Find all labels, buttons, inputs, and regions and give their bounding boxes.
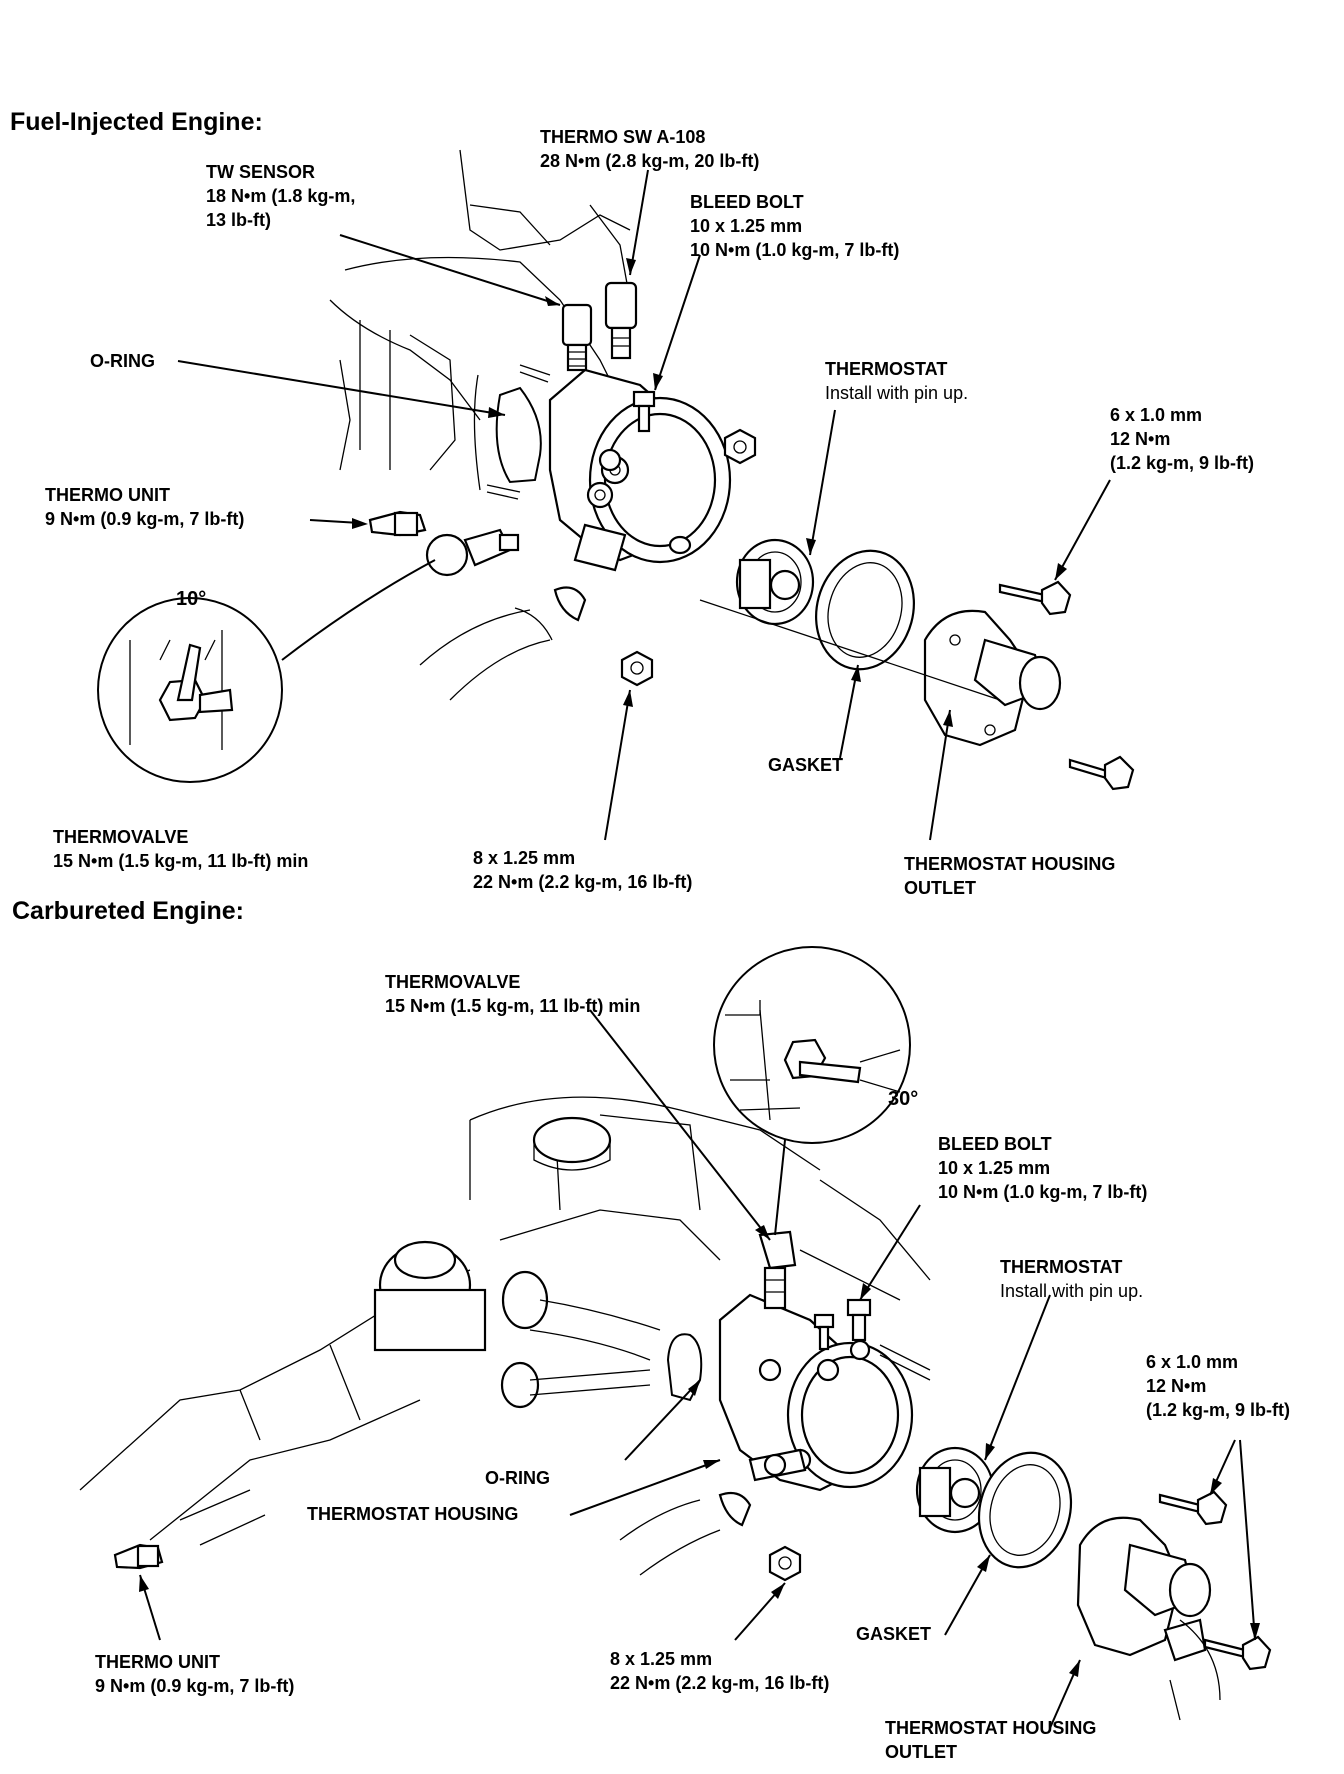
carb-sensor-small bbox=[813, 1313, 835, 1351]
fuel-injected-heading: Fuel-Injected Engine: bbox=[10, 108, 263, 136]
fi-gasket bbox=[815, 549, 915, 671]
fi-o-ring-label: O-RING bbox=[90, 351, 155, 371]
carb-thermostat-housing bbox=[718, 1293, 914, 1492]
carb-nut-lower bbox=[768, 1545, 802, 1582]
carb-thermostat bbox=[915, 1446, 995, 1534]
carb-bolt-lower bbox=[1203, 1635, 1272, 1671]
carb-housing-label: THERMOSTAT HOUSING bbox=[307, 1504, 519, 1524]
fi-thermovalve bbox=[425, 528, 520, 577]
carb-o-ring bbox=[666, 1333, 703, 1402]
fi-thermo-switch bbox=[604, 281, 638, 360]
fi-thermostat-outlet bbox=[923, 609, 1062, 747]
fi-tw-sensor bbox=[561, 303, 593, 372]
fi-thermo-unit-label: THERMO UNIT 9 N•m (0.9 kg-m, 7 lb-ft) bbox=[45, 485, 245, 529]
fi-thermo-unit bbox=[368, 510, 427, 537]
fi-nut-upper bbox=[723, 428, 757, 465]
fi-nut-lower bbox=[620, 650, 654, 687]
carb-thermovalve-detail-circle bbox=[713, 946, 911, 1236]
fi-tw-sensor-label: TW SENSOR 18 N•m (1.8 kg-m, 13 lb-ft) bbox=[206, 162, 356, 230]
carb-engine-block bbox=[79, 1096, 931, 1546]
carb-gasket bbox=[977, 1451, 1073, 1569]
fi-outlet-label: THERMOSTAT HOUSING OUTLET bbox=[904, 854, 1116, 898]
carb-thermovalve-label: THERMOVALVE 15 N•m (1.5 kg-m, 11 lb-ft) … bbox=[385, 972, 641, 1016]
carb-hose bbox=[619, 1491, 752, 1576]
fi-thermostat-housing bbox=[548, 368, 732, 572]
carb-nut-spec-label: 8 x 1.25 mm 22 N•m (2.2 kg-m, 16 lb-ft) bbox=[610, 1649, 830, 1693]
fi-bleed-bolt-label: BLEED BOLT 10 x 1.25 mm 10 N•m (1.0 kg-m… bbox=[690, 192, 900, 260]
fi-thermostat bbox=[735, 538, 815, 626]
fi-bolt-spec-label: 6 x 1.0 mm 12 N•m (1.2 kg-m, 9 lb-ft) bbox=[1110, 405, 1255, 473]
fi-angle-label: 10° bbox=[176, 588, 207, 610]
fi-thermostat-label: THERMOSTAT Install with pin up. bbox=[825, 359, 969, 403]
fi-leader-lines bbox=[177, 169, 1111, 841]
carb-bleed-bolt bbox=[846, 1298, 872, 1342]
fi-nut-spec-label: 8 x 1.25 mm 22 N•m (2.2 kg-m, 16 lb-ft) bbox=[473, 848, 693, 892]
carb-thermo-unit-label: THERMO UNIT 9 N•m (0.9 kg-m, 7 lb-ft) bbox=[95, 1652, 295, 1696]
carb-thermostat-outlet bbox=[1076, 1516, 1212, 1662]
fi-o-ring bbox=[495, 386, 542, 484]
carb-washer bbox=[849, 1339, 871, 1361]
fi-thermovalve-detail-circle bbox=[97, 559, 436, 783]
carb-angle-label: 30° bbox=[888, 1088, 919, 1110]
fi-bolt-lower bbox=[1068, 755, 1135, 791]
carb-gasket-label: GASKET bbox=[856, 1624, 932, 1644]
fi-thermovalve-label: THERMOVALVE 15 N•m (1.5 kg-m, 11 lb-ft) … bbox=[53, 827, 309, 871]
fi-engine-block bbox=[329, 149, 651, 521]
carb-thermostat-label: THERMOSTAT Install with pin up. bbox=[1000, 1257, 1144, 1301]
carb-bolt-upper bbox=[1158, 1490, 1228, 1526]
fi-gasket-label: GASKET bbox=[768, 755, 844, 775]
carb-bolt-spec-label: 6 x 1.0 mm 12 N•m (1.2 kg-m, 9 lb-ft) bbox=[1146, 1352, 1291, 1420]
carb-bleed-bolt-label: BLEED BOLT 10 x 1.25 mm 10 N•m (1.0 kg-m… bbox=[938, 1134, 1148, 1202]
fi-thermo-sw-label: THERMO SW A-108 28 N•m (2.8 kg-m, 20 lb-… bbox=[540, 127, 760, 171]
fi-bleed-bolt bbox=[632, 390, 656, 433]
carb-thermovalve bbox=[758, 1230, 797, 1310]
carb-o-ring-label: O-RING bbox=[485, 1468, 550, 1488]
carb-thermo-unit bbox=[113, 1543, 164, 1570]
fi-hose bbox=[419, 586, 587, 701]
carb-leader-lines bbox=[139, 1009, 1260, 1729]
carbureted-heading: Carbureted Engine: bbox=[12, 897, 244, 925]
fi-bolt-upper bbox=[998, 580, 1072, 616]
carb-outlet-label: THERMOSTAT HOUSING OUTLET bbox=[885, 1718, 1097, 1762]
